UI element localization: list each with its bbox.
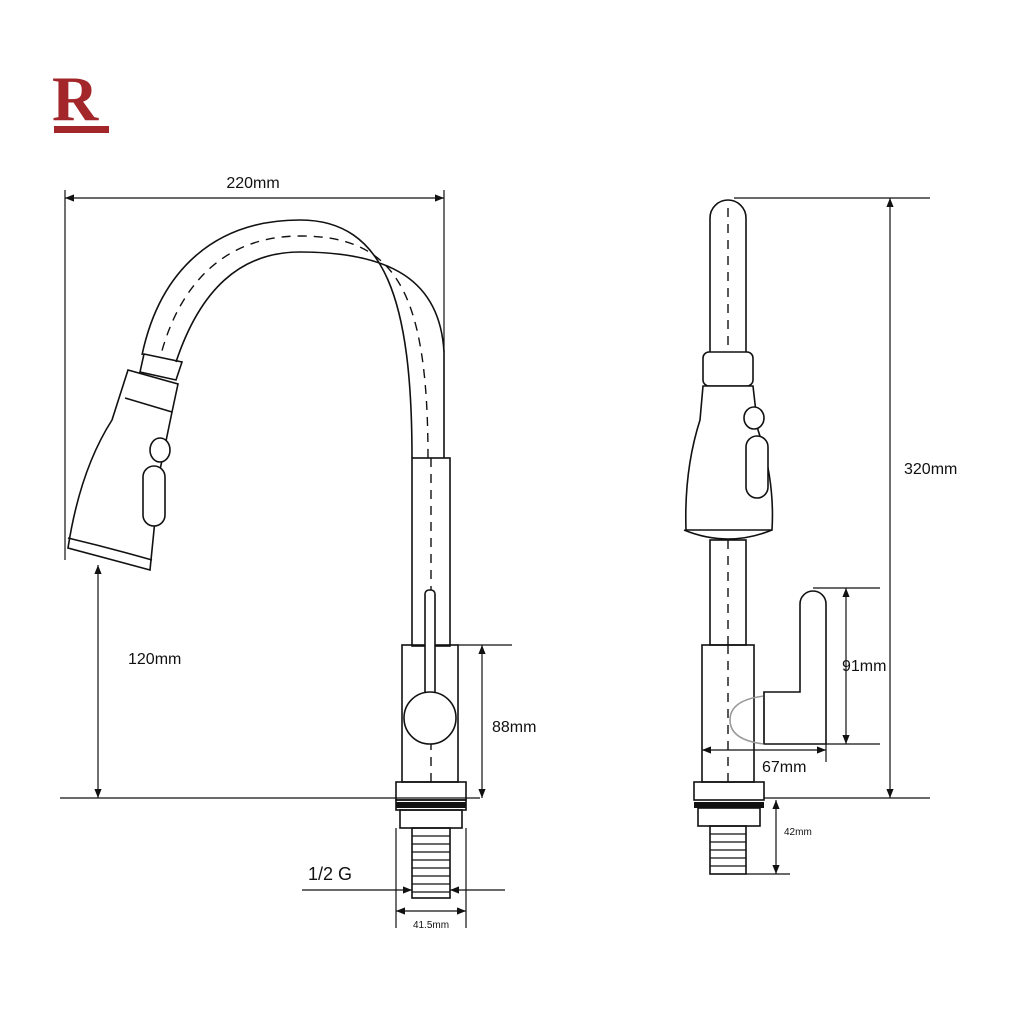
total-height-label: 320mm (904, 461, 957, 478)
body-height-label: 88mm (492, 719, 536, 736)
spout-outer-edge (141, 219, 413, 459)
spray-head (67, 353, 184, 572)
handle-height-label: 91mm (842, 658, 886, 675)
side-handle (763, 590, 827, 745)
handle-depth-label: 67mm (762, 759, 806, 776)
side-spray-toggle-icon (745, 435, 769, 499)
spout-height-label: 120mm (128, 651, 181, 668)
thread-label: 1/2 G (308, 864, 352, 884)
spray-button-icon (149, 437, 171, 463)
base-nut (395, 781, 467, 801)
side-spray-button-icon (743, 406, 765, 430)
shank-length-label: 42mm (784, 827, 812, 838)
side-view: 320mm 91mm 67mm 42mm (683, 197, 957, 875)
logo-letter: R (52, 63, 99, 134)
lever-knob (403, 691, 457, 745)
front-view: 220mm 120mm 88mm 1/2 G 41.5mm (60, 175, 536, 931)
thread-width-label: 41.5mm (413, 920, 449, 931)
side-spray-head (683, 351, 774, 540)
logo-underline (54, 126, 109, 133)
width-label: 220mm (226, 175, 279, 192)
spray-toggle-icon (142, 465, 166, 527)
spout-center-line (159, 235, 429, 459)
lock-washer (396, 802, 466, 808)
side-spout (709, 199, 747, 352)
spout-inner-edge (175, 251, 445, 363)
brand-logo: R (52, 63, 109, 134)
threaded-shank (411, 827, 451, 899)
